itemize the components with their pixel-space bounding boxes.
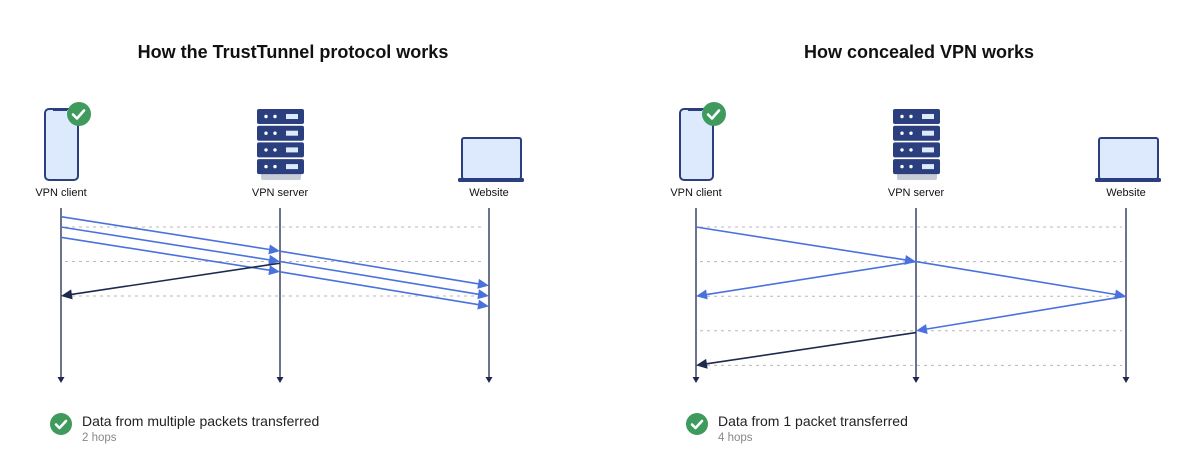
server-icon (893, 159, 940, 175)
lifeline-arrow-icon (692, 377, 700, 383)
actor-label-client: VPN client (670, 187, 722, 199)
server-slot (922, 164, 934, 170)
message-arrow (279, 271, 482, 306)
check-badge-icon (67, 102, 91, 126)
arrowhead-icon (268, 244, 280, 255)
lifeline-arrow-icon (912, 377, 920, 383)
server-led (273, 164, 277, 169)
server-led (264, 148, 268, 152)
server-led (264, 131, 268, 135)
arrowhead-icon (268, 265, 280, 276)
lifeline-arrow-icon (485, 377, 493, 383)
server-icon (893, 109, 940, 124)
summary-concealed: Data from 1 packet transferred 4 hops (686, 413, 908, 444)
check-mark (71, 109, 86, 120)
actor-label-server: VPN server (887, 187, 945, 199)
server-led (273, 148, 277, 152)
server-icon (257, 159, 304, 175)
hops-count: 2 hops (82, 432, 117, 444)
hops-count: 4 hops (718, 432, 753, 444)
server-slot (286, 130, 298, 136)
arrowhead-icon (477, 299, 489, 310)
lifeline-arrow-icon (1122, 377, 1130, 383)
check-badge-icon (702, 102, 726, 126)
server-led (273, 114, 277, 119)
actor-label-client: VPN client (35, 187, 87, 199)
server-led (264, 164, 268, 169)
check-circle-icon (686, 413, 708, 435)
arrowhead-icon (696, 289, 708, 300)
check-circle-icon (50, 413, 72, 435)
server-slot (922, 114, 934, 119)
lifeline-arrow-icon (276, 377, 284, 383)
laptop-base (1095, 178, 1161, 182)
message-arrow (695, 226, 909, 262)
server-led (909, 148, 913, 152)
server-icon (257, 142, 304, 158)
arrowhead-icon (696, 358, 708, 369)
arrowhead-icon (916, 324, 928, 334)
message-arrow (923, 295, 1127, 331)
server-led (900, 114, 904, 119)
server-led (900, 148, 904, 152)
phone-notch (688, 108, 702, 111)
server-slot (286, 164, 298, 170)
panel-title-concealed: How concealed VPN works (803, 42, 1035, 62)
summary-text: Data from 1 packet transferred (718, 413, 908, 429)
summary-trusttunnel: Data from multiple packets transferred 2… (50, 413, 319, 444)
panel-title-trusttunnel: How the TrustTunnel protocol works (137, 42, 449, 62)
message-arrow (703, 260, 917, 296)
server-led (273, 131, 277, 135)
laptop-base (458, 178, 524, 182)
server-slot (922, 147, 934, 153)
server-led (900, 131, 904, 135)
lifeline-arrow-icon (57, 377, 65, 383)
arrowhead-icon (61, 289, 73, 300)
arrowhead-icon (477, 278, 489, 289)
server-led (909, 164, 913, 169)
phone-notch (53, 108, 67, 111)
server-icon (893, 142, 940, 158)
server-icon (893, 125, 940, 141)
message-arrow (60, 236, 273, 272)
message-arrow (60, 215, 273, 251)
summary-text: Data from multiple packets transferred (82, 413, 320, 429)
message-arrow (279, 250, 482, 286)
server-icon (257, 109, 304, 124)
server-led (264, 114, 268, 119)
message-arrow (703, 331, 917, 365)
server-slot (286, 147, 298, 153)
server-led (909, 131, 913, 135)
server-led (909, 114, 913, 119)
message-arrow (279, 260, 482, 296)
laptop-icon (1098, 137, 1159, 180)
message-arrow (68, 262, 281, 296)
server-led (900, 164, 904, 169)
arrowhead-icon (477, 289, 489, 300)
laptop-icon (461, 137, 522, 180)
actor-label-server: VPN server (251, 187, 309, 199)
arrowhead-icon (268, 254, 280, 265)
message-arrow (60, 226, 273, 262)
server-slot (286, 114, 298, 119)
server-icon (257, 125, 304, 141)
check-mark (706, 109, 721, 120)
actor-label-website: Website (469, 187, 509, 199)
actor-label-website: Website (1106, 187, 1146, 199)
message-arrow (915, 260, 1119, 296)
server-slot (922, 130, 934, 136)
